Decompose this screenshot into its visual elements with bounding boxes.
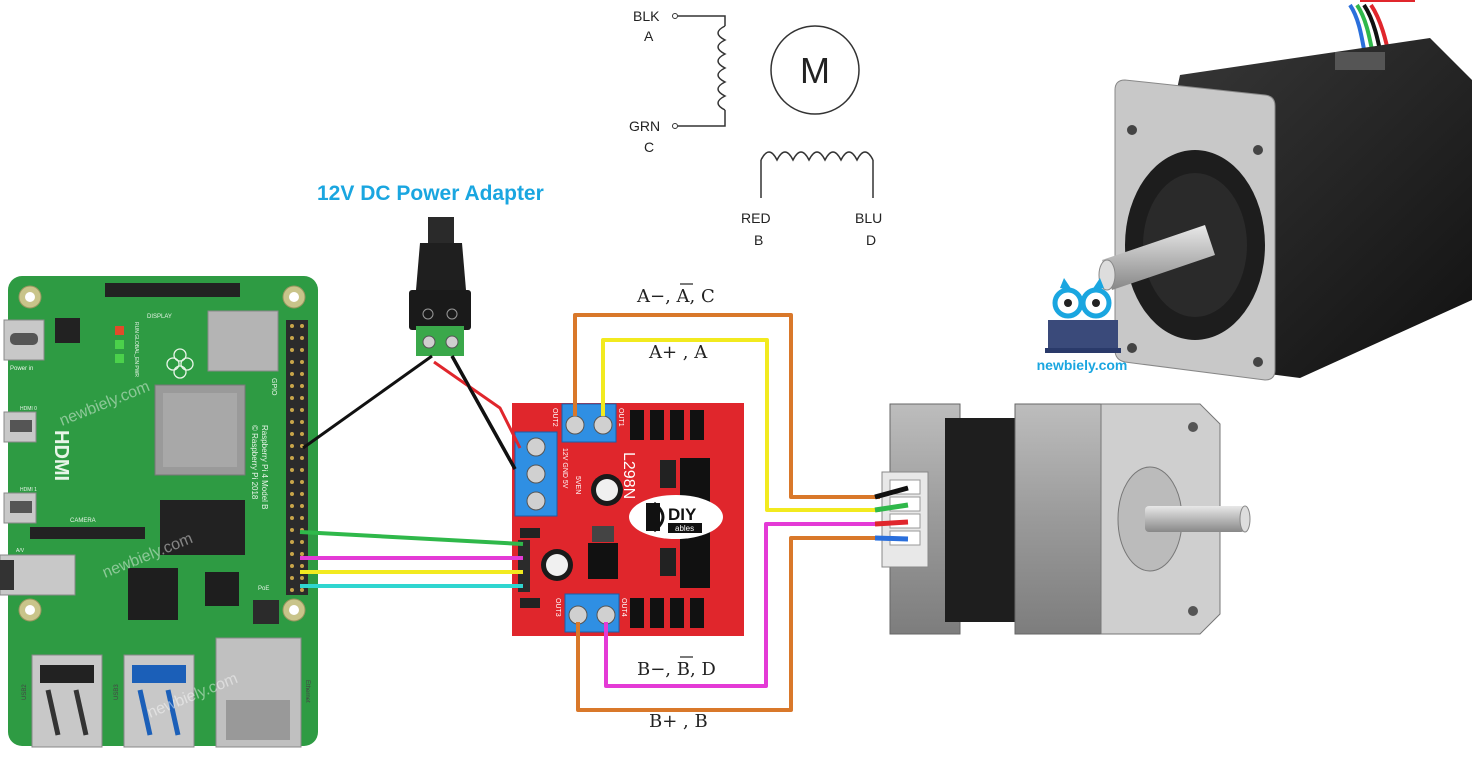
coil-a-bottom-color: GRN xyxy=(629,118,660,134)
wire-label-a-minus: A−, A, C xyxy=(636,286,715,307)
coil-b-schematic: RED B BLU D xyxy=(741,151,882,248)
l298n-driver-board: OUT2 OUT1 OUT3 OUT4 12V GND 5V 5VEN L298… xyxy=(512,403,744,636)
pi-model-label: Raspberry Pi 4 Model B xyxy=(260,425,269,509)
motor-symbol-letter: M xyxy=(800,50,830,91)
gpio-pins xyxy=(290,324,304,592)
wire-label-a-plus: A+ , A xyxy=(648,342,708,363)
driver-chip-label: L298N xyxy=(620,452,637,499)
driver-out4-label: OUT4 xyxy=(620,598,627,617)
driver-out1-label: OUT1 xyxy=(617,408,624,427)
pi-hdmi-label: HDMI xyxy=(50,430,72,481)
dc-barrel-jack xyxy=(409,217,471,356)
pi-copyright-label: © Raspberry Pi 2018 xyxy=(250,425,259,500)
driver-power-pins-label: 12V GND 5V xyxy=(561,448,568,489)
stepper-motor-drawing xyxy=(874,403,1251,635)
coil-b-left-color: RED xyxy=(741,210,771,226)
pi-camera-label: CAMERA xyxy=(70,518,96,524)
power-adapter-title: 12V DC Power Adapter xyxy=(317,182,544,205)
diyables-logo: DIY ables xyxy=(629,495,723,539)
raspberry-pi-board: DISPLAY Power in RUN GLOBAL_EN PWR HDMI … xyxy=(0,276,318,748)
pi-av-label: A/V xyxy=(16,548,25,554)
pi-hdmi1-label: HDMI 1 xyxy=(20,487,37,493)
coil-a-bottom-letter: C xyxy=(644,139,654,155)
pi-poe-label: PoE xyxy=(258,586,269,592)
diyables-logo-top: DIY xyxy=(668,505,697,524)
pi-usb2-label: USB2 xyxy=(22,684,28,700)
wire-label-b-minus: B−, B, D xyxy=(637,659,716,680)
pi-led-labels: RUN GLOBAL_EN PWR xyxy=(133,322,139,377)
driver-out3-label: OUT3 xyxy=(554,598,561,617)
newbiely-logo: newbiely.com xyxy=(1037,278,1128,373)
newbiely-logo-text: newbiely.com xyxy=(1037,357,1128,373)
coil-a-top-letter: A xyxy=(644,28,654,44)
wire-label-b-plus: B+ , B xyxy=(649,711,708,732)
pi-ethernet-label: Ethernet xyxy=(304,680,310,703)
driver-out2-label: OUT2 xyxy=(551,408,558,427)
stepper-motor-photo xyxy=(1098,0,1472,381)
coil-b-right-letter: D xyxy=(866,232,876,248)
driver-enable-label: 5VEN xyxy=(574,476,581,494)
pi-power-in-label: Power in xyxy=(10,366,33,372)
motor-symbol: M xyxy=(770,25,860,115)
pi-usb3-label: USB3 xyxy=(114,684,120,700)
pi-display-label: DISPLAY xyxy=(147,314,172,320)
pi-hdmi0-label: HDMI 0 xyxy=(20,406,37,412)
coil-a-schematic: BLK A GRN C xyxy=(629,8,727,155)
coil-b-left-letter: B xyxy=(754,232,763,248)
wires xyxy=(299,313,880,712)
coil-b-right-color: BLU xyxy=(855,210,882,226)
raspberry-logo-icon xyxy=(166,348,194,379)
coil-a-top-color: BLK xyxy=(633,8,660,24)
pi-gpio-label: GPIO xyxy=(270,378,277,396)
diyables-logo-bottom: ables xyxy=(675,524,694,533)
